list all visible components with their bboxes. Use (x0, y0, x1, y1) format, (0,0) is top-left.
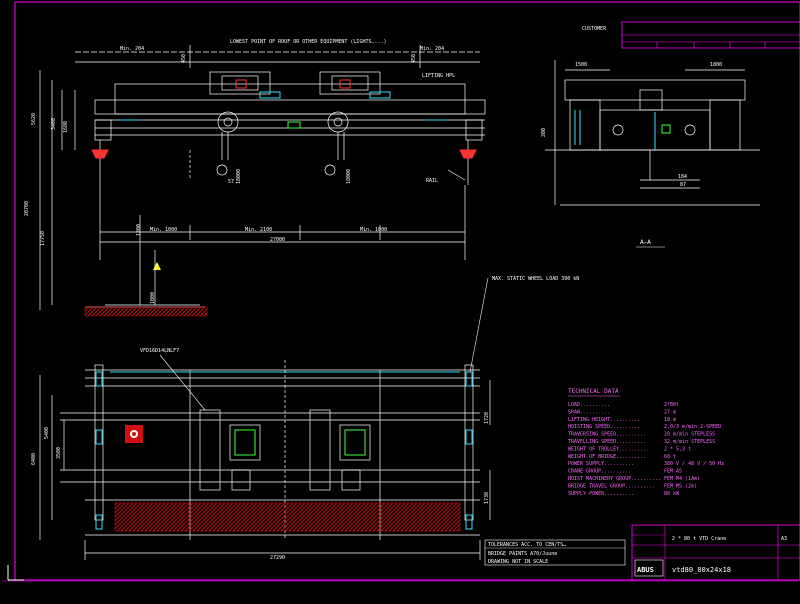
tech-row-value: 380 V / 48 V / 50 Hz (664, 461, 724, 467)
section-dim-left: 1500 (575, 62, 587, 68)
tech-row-label: SPAN.......... (568, 409, 610, 415)
plan-dim-right-2: 1730 (484, 492, 490, 504)
tech-row-value: 27 m (664, 409, 676, 415)
section-view (545, 60, 760, 206)
plan-dim-width-1: 6400 (31, 453, 37, 465)
customer-label: CUSTOMER (582, 26, 607, 32)
vfd-label: VFD16D14LNLF7 (140, 348, 179, 354)
rail-label: RAIL (426, 178, 438, 184)
notes-box: TOLERANCES ACC. TO CEN/TS… BRIDGE PAINTS… (484, 539, 626, 566)
min-right-label: Min. 204 (420, 46, 444, 52)
dim-floor: 1000 (150, 292, 156, 304)
title-description: 2 * 80 t VTD Crane (672, 536, 726, 542)
plan-dim-width-2: 5400 (44, 427, 50, 439)
dim-57: 57 (228, 179, 234, 185)
drawing-frame (2, 1, 800, 582)
dim-top-right: 450 (411, 54, 417, 63)
section-label: A—A (640, 239, 651, 246)
dim-hook-2: 18000 (346, 169, 352, 184)
floor-hatch (84, 306, 208, 317)
dim-span: 27000 (270, 237, 285, 243)
section-dim-height: 200 (541, 128, 547, 137)
dim-lower-height: 17750 (40, 231, 46, 246)
title-sheet: A3 (781, 536, 787, 542)
dim-pit: 1200 (136, 224, 142, 236)
note-1: BRIDGE PAINTS A70/Juune (488, 551, 557, 557)
elevation-view (39, 45, 486, 310)
tech-row-label: CRANE GROUP.......... (568, 469, 631, 475)
tech-row-value: 2,0/3 m/min 2-SPEED (664, 424, 721, 430)
wheel-note-leader (469, 277, 489, 373)
section-labels: 1500 1800 200 184 87 A—A (541, 62, 722, 246)
section-accents (574, 110, 671, 150)
vfd-leader (159, 354, 206, 411)
tech-row-value: 68 t (664, 454, 676, 460)
tech-row-value: 2 * 5,3 t (664, 446, 691, 452)
section-dim-87: 87 (680, 182, 686, 188)
tech-row-label: POWER SUPPLY.......... (568, 461, 634, 467)
tech-row-label: WEIGHT OF TROLLEY.......... (568, 446, 649, 452)
wheel-load-note: MAX. STATIC WHEEL LOAD 390 kN (492, 276, 579, 282)
customer-block: CUSTOMER (582, 21, 800, 49)
dim-hook: 18000 (236, 169, 242, 184)
tech-row-value: 20 m/min STEPLESS (664, 432, 715, 438)
title-block: 2 * 80 t VTD Crane vtd80_80x24x18 A3 ABU… (631, 524, 800, 581)
dim-top-left: 450 (181, 54, 187, 63)
roof-note: LOWEST POINT OF ROOF OR OTHER EQUIPMENT … (230, 39, 387, 45)
elevation-labels: LOWEST POINT OF ROOF OR OTHER EQUIPMENT … (24, 39, 455, 304)
dim-total-height: 20700 (24, 201, 30, 216)
tech-row-value: FEM A5 (664, 469, 682, 475)
warning-sign (125, 425, 143, 443)
min-left-label: Min. 204 (120, 46, 144, 52)
tech-row-value: 32 m/min STEPLESS (664, 439, 715, 445)
dim-height-3: 1680 (63, 121, 69, 133)
tech-row-value: 2*80t (664, 402, 679, 408)
title-drawing-no: vtd80_80x24x18 (672, 566, 731, 574)
tech-row-label: WEIGHT OF BRIDGE.......... (568, 454, 646, 460)
tech-row-value: 18 m (664, 417, 676, 423)
hazard-markers (153, 262, 161, 270)
tech-row-label: LOAD.......... (568, 402, 610, 408)
tech-title: TECHNICAL DATA (568, 388, 619, 395)
company-logo (634, 559, 664, 577)
tech-row-value: 80 kW (664, 491, 680, 497)
plan-dim-width-3: 3500 (56, 447, 62, 459)
tech-row-value: FEM M4 (1Am) (664, 476, 700, 482)
tech-row-label: BRIDGE TRAVEL GROUP.......... (568, 483, 655, 489)
tech-row-value: FEM M5 (2m) (664, 483, 697, 489)
dim-bottom-3: Min. 1000 (360, 227, 387, 233)
walkway-hatch (114, 502, 461, 532)
plan-dim-length: 27290 (270, 555, 285, 561)
plan-accents (95, 371, 473, 530)
plan-dim-right-1: 1720 (484, 412, 490, 424)
technical-data: TECHNICAL DATA LOAD.......... 2*80tSPAN..… (568, 388, 724, 497)
rail-profiles (91, 149, 477, 159)
note-2: DRAWING NOT IN SCALE (488, 559, 548, 565)
tech-row-label: LIFTING HEIGHT.......... (568, 417, 640, 423)
section-dim-184: 184 (678, 174, 687, 180)
tech-row-label: TRAVERSING SPEED.......... (568, 432, 646, 438)
motor-accents (120, 79, 445, 129)
dim-height-1: 5620 (31, 113, 37, 125)
tech-row-label: HOISTING SPEED.......... (568, 424, 640, 430)
dim-bottom-2: Min. 2100 (245, 227, 272, 233)
lifting-label: LIFTING HPL (422, 73, 455, 79)
dim-height-2: 3460 (51, 118, 57, 130)
dim-bottom-1: Min. 1000 (150, 227, 177, 233)
company-name: ABUS (637, 566, 654, 574)
plan-labels: VFD16D14LNLF7 MAX. STATIC WHEEL LOAD 390… (31, 276, 579, 561)
plan-view (39, 360, 491, 560)
section-dim-right: 1800 (710, 62, 722, 68)
tech-row-label: TRAVELLING SPEED.......... (568, 439, 646, 445)
tech-row-label: SUPPLY POWER.......... (568, 491, 634, 497)
tech-row-label: HOIST MACHINERY GROUP.......... (568, 476, 661, 482)
note-0: TOLERANCES ACC. TO CEN/TS… (488, 542, 566, 548)
